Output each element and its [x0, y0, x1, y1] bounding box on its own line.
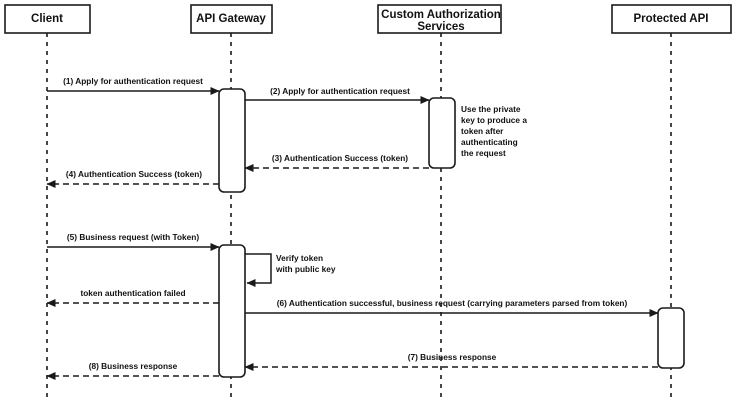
- message-label-8: (8) Business response: [89, 361, 178, 371]
- message-label-1: (1) Apply for authentication request: [63, 76, 203, 86]
- message-label-5: (5) Business request (with Token): [67, 232, 199, 242]
- participant-label-protected: Protected API: [634, 13, 709, 25]
- participant-box-authsvc[interactable]: [377, 4, 502, 34]
- message-label-6: (6) Authentication successful, business …: [277, 298, 628, 308]
- self-message-label-line2: with public key: [275, 264, 336, 274]
- participant-box-gateway[interactable]: [190, 4, 273, 34]
- participant-heads-layer: Client API Gateway Custom AuthorizationSer…: [4, 4, 732, 34]
- activation-bar-authsvc-2: [428, 97, 456, 169]
- participant-label-authsvc-line1: Custom Authorization: [381, 9, 501, 21]
- activations-layer: [218, 88, 685, 378]
- participant-box-protected[interactable]: [611, 4, 732, 34]
- self-message-arrow-1: [245, 253, 272, 287]
- note-1-line-1: Use the private: [461, 104, 521, 114]
- activation-bar-gateway-3: [218, 244, 246, 378]
- message-label-3: (3) Authentication Success (token): [272, 153, 408, 163]
- participant-label-client: Client: [31, 13, 63, 25]
- message-label-2: (2) Apply for authentication request: [270, 86, 410, 96]
- note-1-line-4: authenticating: [461, 137, 518, 147]
- message-label-7: (7) Business response: [408, 352, 497, 362]
- self-message-label-line1: Verify token: [276, 253, 323, 263]
- note-1-line-3: token after: [461, 126, 504, 136]
- participant-box-client[interactable]: [4, 4, 91, 34]
- participant-label-gateway: API Gateway: [196, 13, 266, 25]
- activation-bar-gateway-1: [218, 88, 246, 193]
- message-label-4: (4) Authentication Success (token): [66, 169, 202, 179]
- note-1-line-2: key to produce a: [461, 115, 527, 125]
- messages-layer: (1) Apply for authentication request (2) …: [46, 76, 659, 380]
- lifelines-layer: [46, 33, 672, 398]
- participant-label-authsvc-line2: Services: [417, 21, 464, 33]
- activation-bar-protected-4: [657, 307, 685, 369]
- message-label-f: token authentication failed: [80, 288, 185, 298]
- note-1-line-5: the request: [461, 148, 506, 158]
